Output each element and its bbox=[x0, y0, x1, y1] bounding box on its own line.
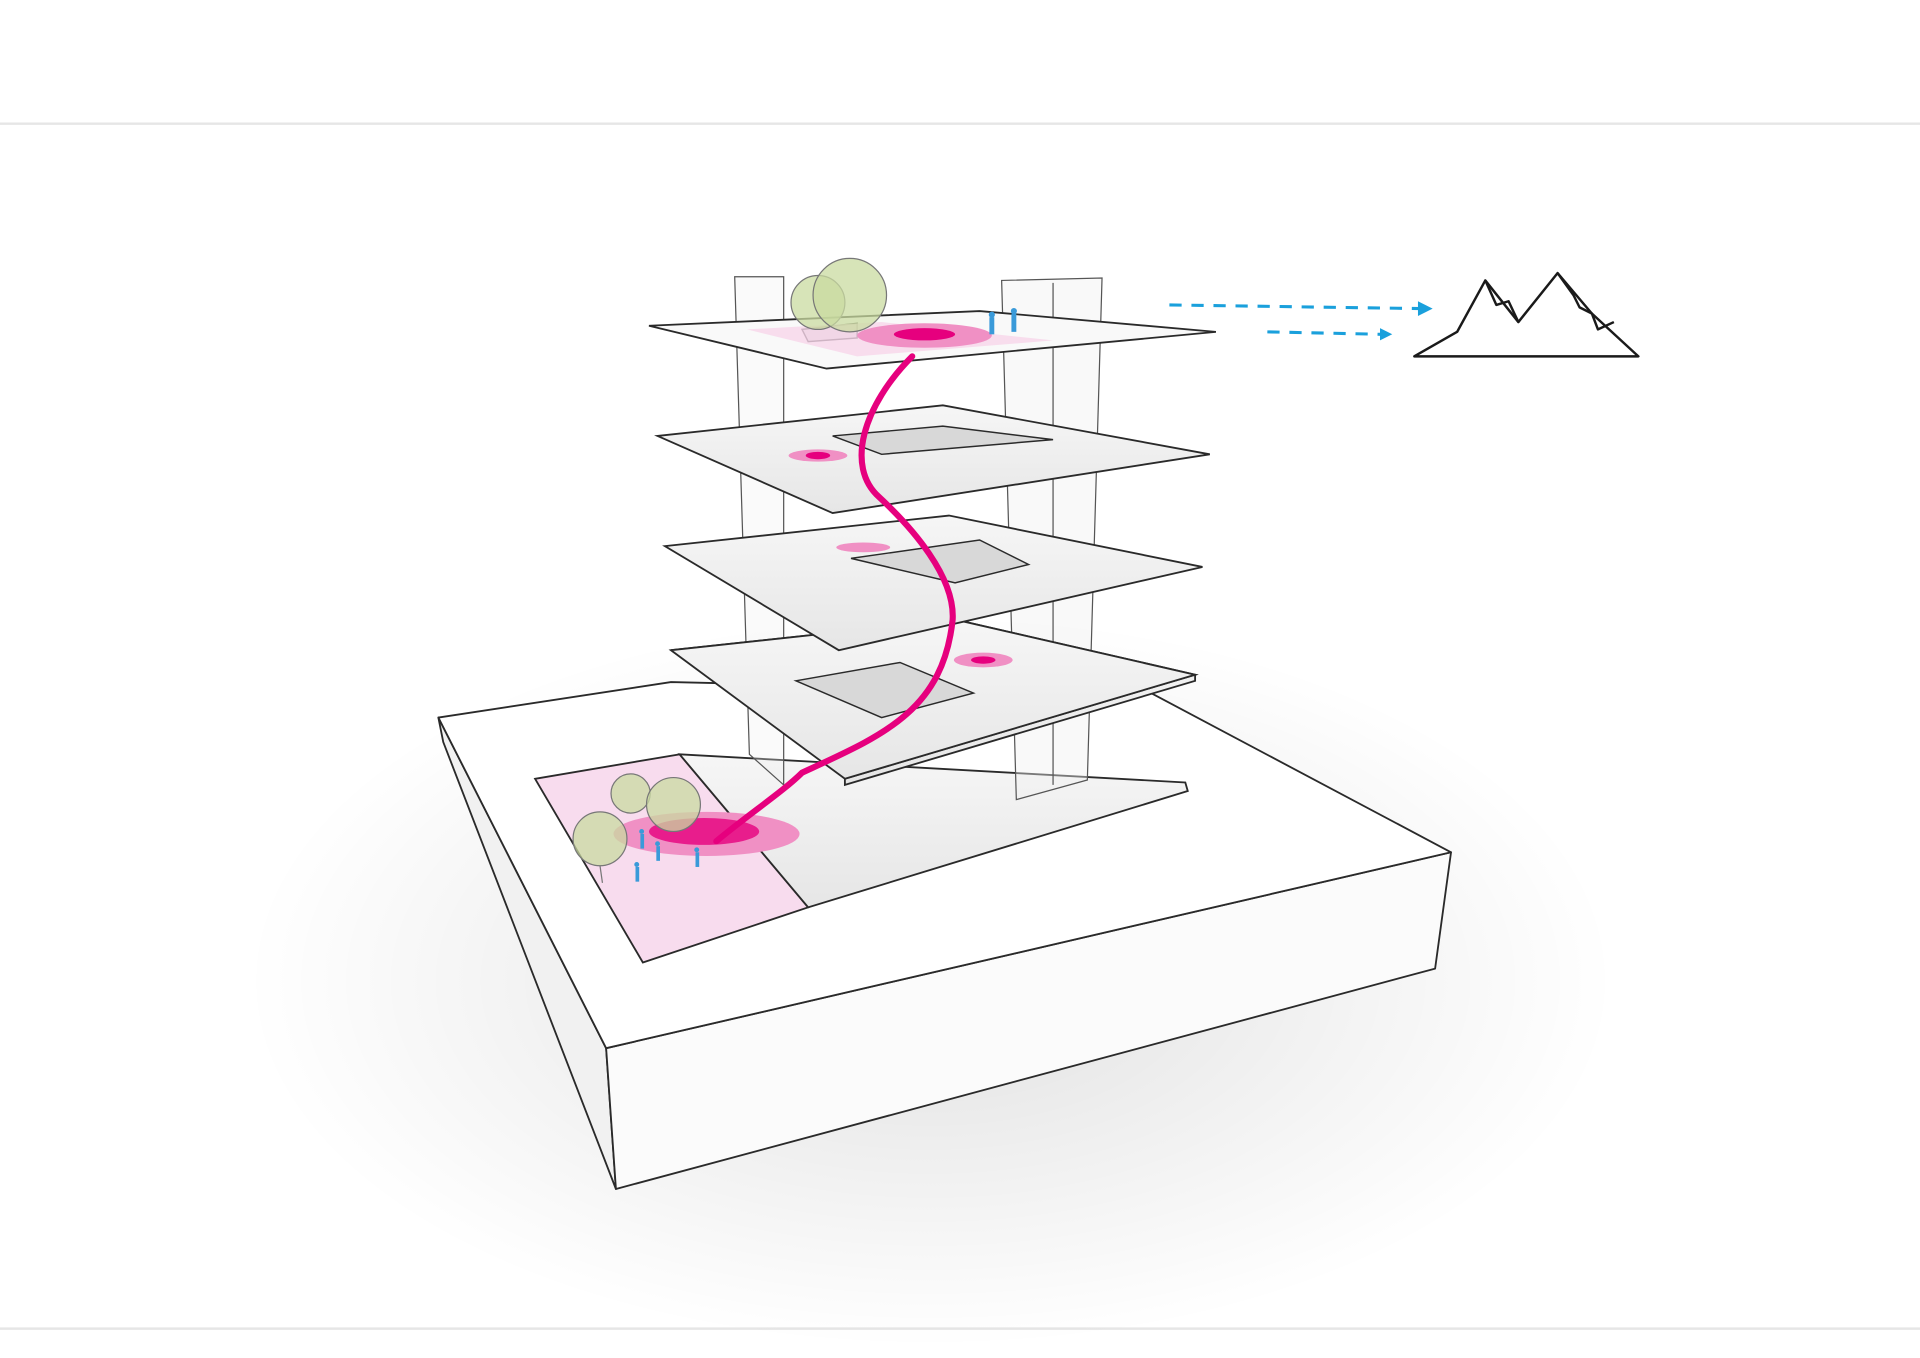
floor-3 bbox=[662, 514, 1203, 652]
person-icon bbox=[634, 307, 1017, 882]
mountain-icon bbox=[1413, 271, 1640, 358]
tree-icon bbox=[572, 257, 888, 883]
floor-2 bbox=[654, 404, 1210, 515]
ground-floor bbox=[533, 753, 1189, 964]
view-arrow-icon bbox=[1169, 301, 1433, 341]
floor-hotspots bbox=[746, 322, 1054, 668]
stair-ribbon bbox=[713, 353, 956, 845]
floor-voids bbox=[793, 322, 1054, 719]
